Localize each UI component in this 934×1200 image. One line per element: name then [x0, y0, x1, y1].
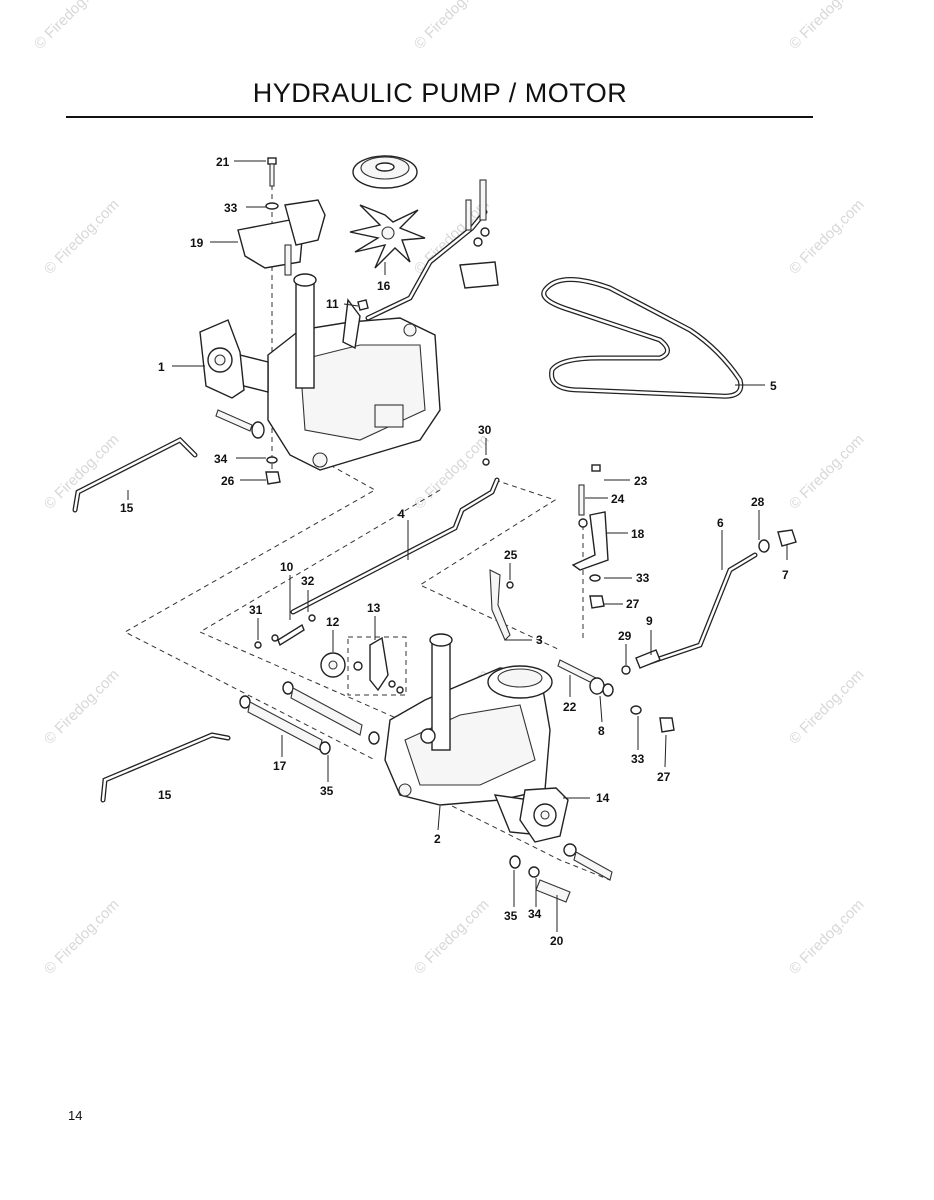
axle-hardware-lower-left: [239, 681, 380, 755]
callout-2: 2: [434, 832, 441, 846]
callout-32: 32: [301, 574, 315, 588]
callout-22: 22: [563, 700, 577, 714]
watermark-text: © Firedog.com: [786, 196, 868, 278]
watermark-text: © Firedog.com: [41, 431, 123, 513]
watermark-text: © Firedog.com: [41, 196, 123, 278]
watermark-text: © Firedog.com: [786, 0, 868, 53]
spring-10: [254, 614, 316, 649]
upper-mount-bolt: [215, 409, 281, 485]
callout-4: 4: [398, 507, 405, 521]
callout-8: 8: [598, 724, 605, 738]
callout-30: 30: [478, 423, 492, 437]
bypass-rod-upper: [72, 436, 198, 513]
watermark-text: © Firedog.com: [41, 896, 123, 978]
upper-control-rod: [357, 179, 499, 321]
axle-hardware-lower-right: [509, 843, 613, 903]
callout-25: 25: [504, 548, 518, 562]
bracket-13: [353, 636, 404, 694]
callout-26: 26: [221, 474, 235, 488]
callout-9: 9: [646, 614, 653, 628]
callout-20: 20: [550, 934, 564, 948]
pivot-hardware: [557, 659, 675, 733]
mount-bracket-19: [237, 199, 326, 276]
bracket-18: [571, 464, 609, 609]
page-title: HYDRAULIC PUMP / MOTOR: [252, 78, 628, 108]
title-rule: [66, 116, 813, 118]
callout-34: 34: [214, 452, 228, 466]
watermark-text: © Firedog.com: [786, 431, 868, 513]
watermark-text: © Firedog.com: [411, 0, 493, 53]
callout-17: 17: [273, 759, 287, 773]
callout-35-b: 35: [504, 909, 518, 923]
control-rod-6: [621, 529, 797, 675]
callout-7: 7: [782, 568, 789, 582]
callout-24: 24: [611, 492, 625, 506]
callout-15-b: 15: [158, 788, 172, 802]
lever-3: [489, 569, 514, 641]
watermark-text: © Firedog.com: [786, 896, 868, 978]
callout-5: 5: [770, 379, 777, 393]
callout-18: 18: [631, 527, 645, 541]
callout-29: 29: [618, 629, 632, 643]
callout-3: 3: [536, 633, 543, 647]
callout-leader-lines: [127, 160, 788, 932]
watermark-text: © Firedog.com: [411, 896, 493, 978]
callout-13: 13: [367, 601, 381, 615]
callout-34-b: 34: [528, 907, 542, 921]
drive-belt: [541, 277, 744, 399]
callout-10: 10: [280, 560, 294, 574]
callout-14: 14: [596, 791, 610, 805]
upper-transaxle-assembly: [199, 273, 441, 471]
callout-16: 16: [377, 279, 391, 293]
callout-12: 12: [326, 615, 340, 629]
callout-1: 1: [158, 360, 165, 374]
callout-28: 28: [751, 495, 765, 509]
watermark-text: © Firedog.com: [786, 666, 868, 748]
callout-33-b: 33: [636, 571, 650, 585]
callout-23: 23: [634, 474, 648, 488]
watermarks: © Firedog.com © Firedog.com © Firedog.co…: [31, 0, 868, 978]
callout-27-b: 27: [657, 770, 671, 784]
callout-labels: 21 33 19 16 11 1 5 34 26 15 30 4 23 24 1…: [120, 155, 789, 948]
callout-31: 31: [249, 603, 263, 617]
callout-6: 6: [717, 516, 724, 530]
callout-33-c: 33: [631, 752, 645, 766]
watermark-text: © Firedog.com: [41, 666, 123, 748]
callout-21: 21: [216, 155, 230, 169]
callout-15: 15: [120, 501, 134, 515]
control-rod-4: [290, 458, 500, 615]
cooling-fan: [349, 204, 426, 269]
callout-11: 11: [326, 297, 339, 311]
lower-transaxle-assembly: [384, 633, 569, 843]
page-number: 14: [68, 1108, 83, 1123]
callout-35: 35: [320, 784, 334, 798]
bypass-rod-lower: [100, 732, 231, 803]
gear-12: [320, 652, 346, 678]
bolt-21: [265, 157, 279, 210]
callout-33: 33: [224, 201, 238, 215]
callout-19: 19: [190, 236, 204, 250]
callout-27: 27: [626, 597, 640, 611]
watermark-text: © Firedog.com: [31, 0, 113, 53]
upper-pulley: [352, 155, 418, 189]
